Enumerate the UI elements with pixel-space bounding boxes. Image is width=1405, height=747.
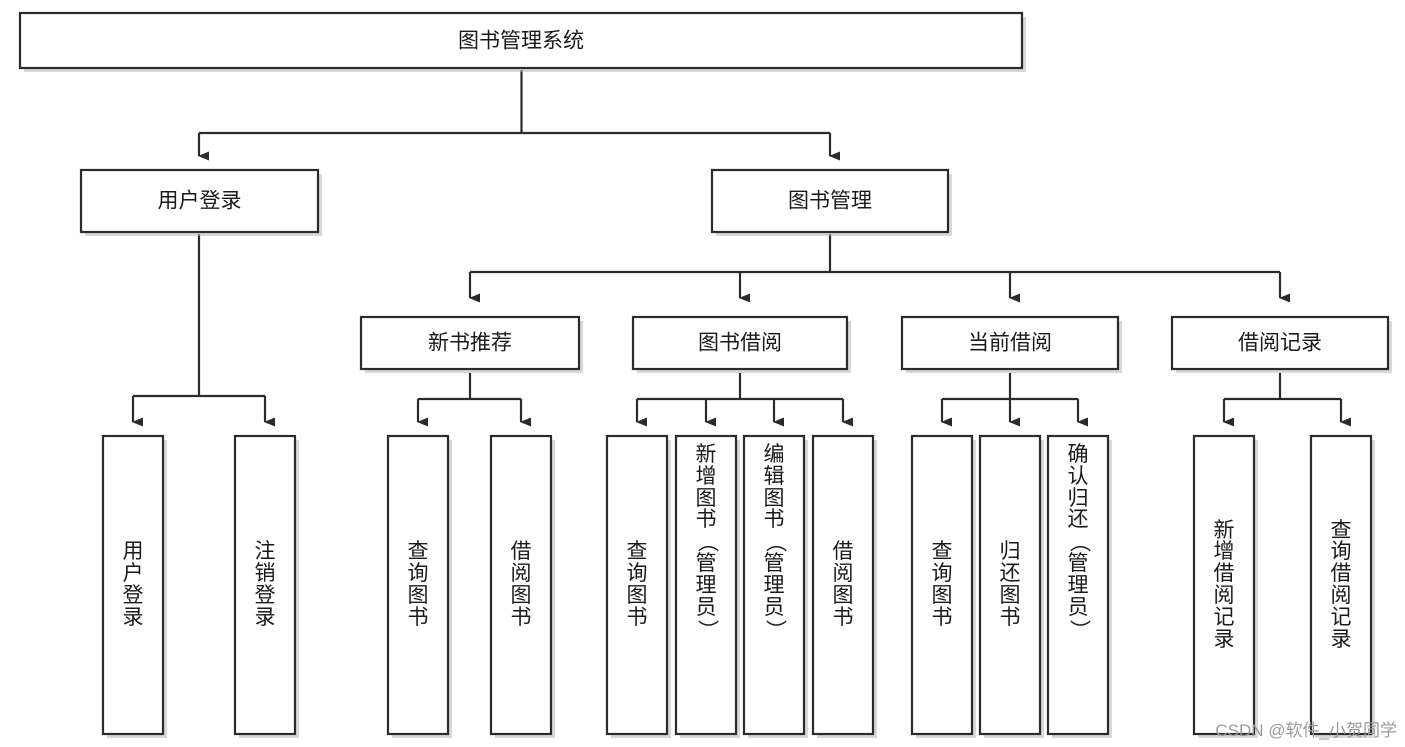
- node-root[interactable]: 图书管理系统: [18, 11, 1026, 72]
- node-borrow-record-label: 借阅记录: [1238, 332, 1322, 355]
- node-leaf-query-book-1[interactable]: [386, 434, 452, 738]
- node-book-borrow[interactable]: 图书借阅: [631, 315, 851, 373]
- node-leaf-logout[interactable]: [233, 434, 299, 738]
- node-leaf-return-book[interactable]: [978, 434, 1044, 738]
- node-root-label: 图书管理系统: [458, 30, 584, 53]
- node-book-manage-label: 图书管理: [788, 190, 872, 213]
- node-leaf-add-record[interactable]: [1192, 434, 1258, 738]
- node-leaf-query-record[interactable]: [1309, 434, 1375, 738]
- node-new-book-recommend[interactable]: 新书推荐: [359, 315, 583, 373]
- node-book-manage[interactable]: 图书管理: [710, 168, 952, 236]
- node-leaf-add-book[interactable]: [674, 434, 740, 738]
- node-leaf-edit-book[interactable]: [742, 434, 808, 738]
- node-leaf-borrow-book-1[interactable]: [489, 434, 555, 738]
- csdn-watermark: CSDN @软件_小贺同学: [1215, 721, 1397, 740]
- node-leaf-borrow-book-2[interactable]: [811, 434, 877, 738]
- node-new-book-recommend-label: 新书推荐: [428, 332, 512, 355]
- node-book-borrow-label: 图书借阅: [698, 332, 782, 355]
- node-leaf-confirm-return[interactable]: [1046, 434, 1112, 738]
- node-leaf-query-book-3[interactable]: [910, 434, 976, 738]
- node-leaf-user-login[interactable]: [101, 434, 167, 738]
- node-current-borrow-label: 当前借阅: [968, 332, 1052, 355]
- node-user-login[interactable]: 用户登录: [79, 168, 322, 236]
- node-user-login-label: 用户登录: [158, 190, 242, 213]
- connector-group: [131, 70, 1351, 427]
- node-current-borrow[interactable]: 当前借阅: [900, 315, 1122, 373]
- node-borrow-record[interactable]: 借阅记录: [1170, 315, 1392, 373]
- node-leaf-query-book-2[interactable]: [605, 434, 671, 738]
